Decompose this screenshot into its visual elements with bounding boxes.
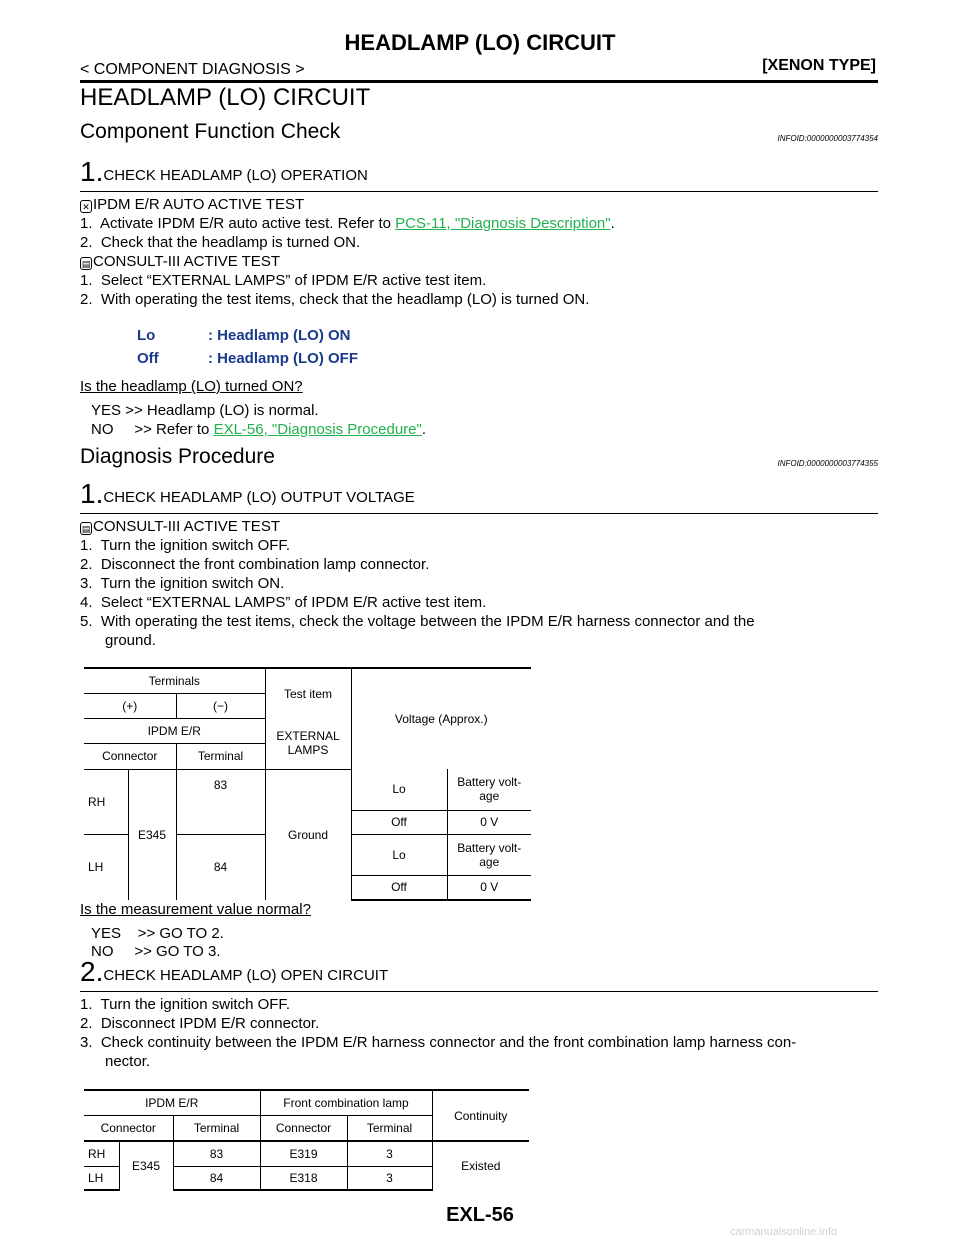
cell-lo-rh: Lo [350,769,447,811]
dp-answer-yes: YES >> GO TO 2. [91,925,224,942]
dp-s1-item-5-cont: ground. [105,632,156,649]
ipdm-step-1: 1. Activate IPDM E/R auto active test. R… [80,215,396,232]
th-minus: (−) [175,693,265,719]
spec-off-key: Off [137,350,159,367]
cell-off-lh: Off [350,875,447,901]
ipdm-test-icon: ✕ [80,200,92,213]
infoid-dp: INFOID:0000000003774355 [777,459,878,468]
dp-s2-item-2: 2. Disconnect IPDM E/R connector. [80,1015,320,1032]
cell-lh: LH [84,1166,119,1191]
cell-ground: Ground [264,769,351,900]
consult-icon: ▤ [80,522,92,535]
cell-t83: 83 [172,1140,260,1167]
cell-off-rh: Off [350,810,447,835]
cfc-ipdm-block: ✕IPDM E/R AUTO ACTIVE TEST 1. Activate I… [80,195,880,309]
cell-0v-lh: 0 V [446,875,531,901]
th-ipdm: IPDM E/R [84,718,265,744]
th-connector-1: Connector [100,1120,156,1135]
ipdm-test-title: IPDM E/R AUTO ACTIVE TEST [93,196,305,213]
header-title: HEADLAMP (LO) CIRCUIT [344,30,616,55]
section-heading-component-function-check: Component Function Check [80,120,341,143]
cell-t3-rh: 3 [346,1140,432,1167]
dp-s1-item-1: 1. Turn the ignition switch OFF. [80,537,291,554]
spec-lo-key: Lo [137,327,156,344]
th-connector: Connector [84,743,176,770]
cell-batt-rh: Battery volt-age [446,769,531,811]
page-title: HEADLAMP (LO) CIRCUIT [80,84,371,111]
th-terminal: Terminal [175,743,265,770]
dp-s1-item-4: 4. Select “EXTERNAL LAMPS” of IPDM E/R a… [80,594,487,611]
dp-s2-item-3-cont: nector. [105,1053,151,1070]
dp-step1-block: ▤CONSULT-III ACTIVE TEST 1. Turn the ign… [80,517,880,650]
th-ipdm: IPDM E/R [84,1089,260,1116]
cfc-question: Is the headlamp (LO) turned ON? [80,378,303,395]
dp-s2-item-3: 3. Check continuity between the IPDM E/R… [80,1034,797,1051]
th-external-lamps: EXTERNAL LAMPS [264,718,351,770]
link-pcs-11[interactable]: PCS-11, "Diagnosis Description" [395,215,611,232]
consult-step-2: 2. With operating the test items, check … [80,291,590,308]
th-terminals: Terminals [84,667,265,694]
th-front-combination-lamp: Front combination lamp [259,1089,432,1116]
consult-step-1: 1. Select “EXTERNAL LAMPS” of IPDM E/R a… [80,272,487,289]
dp-step2-block: 1. Turn the ignition switch OFF. 2. Disc… [80,995,880,1071]
th-connector-2: Connector [259,1115,347,1141]
header-rule [80,80,878,83]
cell-0v-rh: 0 V [446,810,531,835]
consult-title: CONSULT-III ACTIVE TEST [93,253,280,270]
spec-off-value: : Headlamp (LO) OFF [208,350,358,367]
spec-lo-value: : Headlamp (LO) ON [208,327,351,344]
th-voltage: Voltage (Approx.) [350,667,531,769]
cell-existed: Existed [431,1140,529,1190]
voltage-table: Terminals Test item Voltage (Approx.) (+… [84,667,531,901]
continuity-table: IPDM E/R Front combination lamp Continui… [84,1089,529,1191]
step-number: 1. [80,156,104,187]
page-footer: EXL-56 [446,1204,514,1226]
watermark: carmanualsonline.info [730,1226,838,1238]
cell-conn-e345: E345 [127,769,176,900]
header-section: < COMPONENT DIAGNOSIS > [80,61,305,78]
step-title: CHECK HEADLAMP (LO) OPEN CIRCUIT [103,967,389,984]
dp-s1-item-3: 3. Turn the ignition switch ON. [80,575,285,592]
cell-t3-lh: 3 [346,1166,432,1191]
th-test-item: Test item [264,667,351,718]
cell-rh: RH [84,1140,119,1167]
consult-icon: ▤ [80,257,92,270]
cell-e319: E319 [259,1140,347,1167]
cell-e318: E318 [259,1166,347,1191]
cell-t84: 84 [172,1166,260,1191]
dp-s2-item-1: 1. Turn the ignition switch OFF. [80,996,291,1013]
link-exl-56[interactable]: EXL-56, "Diagnosis Procedure" [213,421,422,438]
step-heading-cfc-1: 1.CHECK HEADLAMP (LO) OPERATION [80,156,878,192]
th-plus: (+) [84,693,176,719]
cell-rh: RH [88,794,106,809]
cell-lo-lh: Lo [350,834,447,876]
consult-title: CONSULT-III ACTIVE TEST [93,518,280,535]
infoid-cfc: INFOID:0000000003774354 [777,134,878,143]
step-number: 1. [80,478,104,509]
ipdm-step-2: 2. Check that the headlamp is turned ON. [80,234,361,251]
cfc-answer-yes: YES >> Headlamp (LO) is normal. [91,402,319,419]
cell-batt-lh: Battery volt-age [446,834,531,876]
step-heading-dp-1: 1.CHECK HEADLAMP (LO) OUTPUT VOLTAGE [80,478,878,514]
th-terminal-2: Terminal [346,1115,432,1141]
cell-t83: 83 [175,769,265,834]
dp-question: Is the measurement value normal? [80,901,311,918]
step-heading-dp-2: 2.CHECK HEADLAMP (LO) OPEN CIRCUIT [80,956,878,992]
step-title: CHECK HEADLAMP (LO) OUTPUT VOLTAGE [103,489,415,506]
step-title: CHECK HEADLAMP (LO) OPERATION [103,167,368,184]
th-continuity: Continuity [431,1089,529,1141]
step-number: 2. [80,956,104,987]
dp-s1-item-5: 5. With operating the test items, check … [80,613,755,630]
dp-answer-no: NO >> GO TO 3. [91,943,221,960]
cfc-answer-no: NO >> Refer to EXL-56, "Diagnosis Proced… [91,421,426,438]
dp-s1-item-2: 2. Disconnect the front combination lamp… [80,556,430,573]
header-type: [XENON TYPE] [762,57,876,74]
cell-e345: E345 [118,1140,173,1190]
section-heading-diagnosis-procedure: Diagnosis Procedure [80,445,275,468]
cell-t84: 84 [175,833,265,900]
th-terminal-1: Terminal [172,1115,260,1141]
cell-lh: LH [84,833,128,900]
